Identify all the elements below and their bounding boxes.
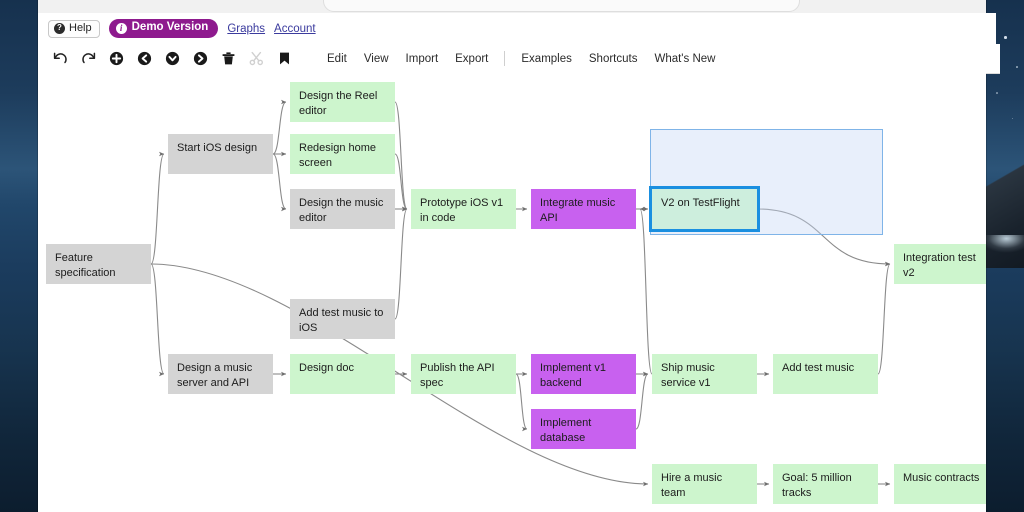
- menu-whats-new[interactable]: What's New: [654, 52, 716, 65]
- menu-import[interactable]: Import: [405, 52, 439, 65]
- graph-node-add-test-music[interactable]: Add test music: [773, 354, 878, 394]
- address-bar[interactable]: [323, 0, 800, 12]
- graph-edge[interactable]: [272, 153, 287, 212]
- browser-window: ? Help i Demo Version Graphs Account: [38, 0, 1000, 512]
- graph-edge[interactable]: [394, 101, 408, 212]
- info-circle-icon: i: [115, 22, 127, 34]
- graph-edge[interactable]: [515, 373, 528, 432]
- graph-node-implement-database[interactable]: Implement database: [531, 409, 636, 449]
- graph-node-integrate-music-api[interactable]: Integrate music API: [531, 189, 636, 229]
- menu-view[interactable]: View: [363, 52, 389, 65]
- graph-node-design-doc[interactable]: Design doc: [290, 354, 395, 394]
- add-circle-icon[interactable]: [108, 50, 125, 67]
- graph-edge[interactable]: [635, 371, 649, 430]
- graph-node-redesign-home-screen[interactable]: Redesign home screen: [290, 134, 395, 174]
- graph-node-ship-music-service-v1[interactable]: Ship music service v1: [652, 354, 757, 394]
- menu-shortcuts[interactable]: Shortcuts: [588, 52, 638, 65]
- graph-edge[interactable]: [394, 206, 408, 320]
- down-circle-icon[interactable]: [164, 50, 181, 67]
- menu-examples[interactable]: Examples: [521, 52, 572, 65]
- toolbar-divider: [504, 51, 506, 66]
- graph-node-prototype-ios-v1[interactable]: Prototype iOS v1 in code: [411, 189, 516, 229]
- app-header: ? Help i Demo Version Graphs Account: [38, 13, 996, 44]
- graph-node-start-ios-design[interactable]: Start iOS design: [168, 134, 273, 174]
- graph-edge[interactable]: [639, 206, 653, 375]
- graph-edge[interactable]: [150, 263, 165, 377]
- demo-version-badge[interactable]: i Demo Version: [108, 19, 219, 38]
- shoreline-foam: [980, 235, 1024, 253]
- graph-node-add-test-music-to-ios[interactable]: Add test music to iOS: [290, 299, 395, 339]
- redo-icon[interactable]: [80, 50, 97, 67]
- bookmark-icon[interactable]: [276, 50, 293, 67]
- undo-icon[interactable]: [52, 50, 69, 67]
- graphs-link[interactable]: Graphs: [227, 22, 266, 35]
- graph-node-feature-specification[interactable]: Feature specification: [46, 244, 151, 284]
- editor-toolbar: Edit View Import Export Examples Shortcu…: [38, 44, 1000, 74]
- demo-version-label: Demo Version: [131, 21, 209, 34]
- help-button[interactable]: ? Help: [48, 19, 100, 38]
- left-circle-icon[interactable]: [136, 50, 153, 67]
- graph-node-publish-api-spec[interactable]: Publish the API spec: [411, 354, 516, 394]
- graph-node-design-music-editor[interactable]: Design the music editor: [290, 189, 395, 229]
- edge-layer: [150, 99, 891, 487]
- graph-edge[interactable]: [756, 208, 891, 267]
- graph-node-design-reel-editor[interactable]: Design the Reel editor: [290, 82, 395, 122]
- right-circle-icon[interactable]: [192, 50, 209, 67]
- trash-icon[interactable]: [220, 50, 237, 67]
- graph-node-v2-on-testflight[interactable]: V2 on TestFlight: [649, 186, 760, 232]
- menu-group-left: Edit View Import Export: [327, 53, 488, 65]
- graph-edge[interactable]: [272, 99, 287, 155]
- menu-export[interactable]: Export: [455, 52, 489, 65]
- account-link[interactable]: Account: [274, 22, 316, 35]
- menu-group-right: Examples Shortcuts What's New: [521, 53, 715, 65]
- menu-edit[interactable]: Edit: [327, 52, 347, 65]
- toolbar-icon-group: [52, 50, 293, 67]
- graph-node-design-music-server[interactable]: Design a music server and API: [168, 354, 273, 394]
- graph-node-integration-test-v2[interactable]: Integration test v2: [894, 244, 986, 284]
- graph-node-hire-a-music-team[interactable]: Hire a music team: [652, 464, 757, 504]
- graph-node-implement-v1-backend[interactable]: Implement v1 backend: [531, 354, 636, 394]
- graph-edge[interactable]: [877, 261, 891, 375]
- scissors-icon: [248, 50, 265, 67]
- graph-edge[interactable]: [150, 151, 165, 265]
- help-label: Help: [69, 21, 92, 34]
- graph-node-goal-5-million-tracks[interactable]: Goal: 5 million tracks: [773, 464, 878, 504]
- graph-node-music-contracts[interactable]: Music contracts: [894, 464, 986, 504]
- question-circle-icon: ?: [54, 22, 65, 34]
